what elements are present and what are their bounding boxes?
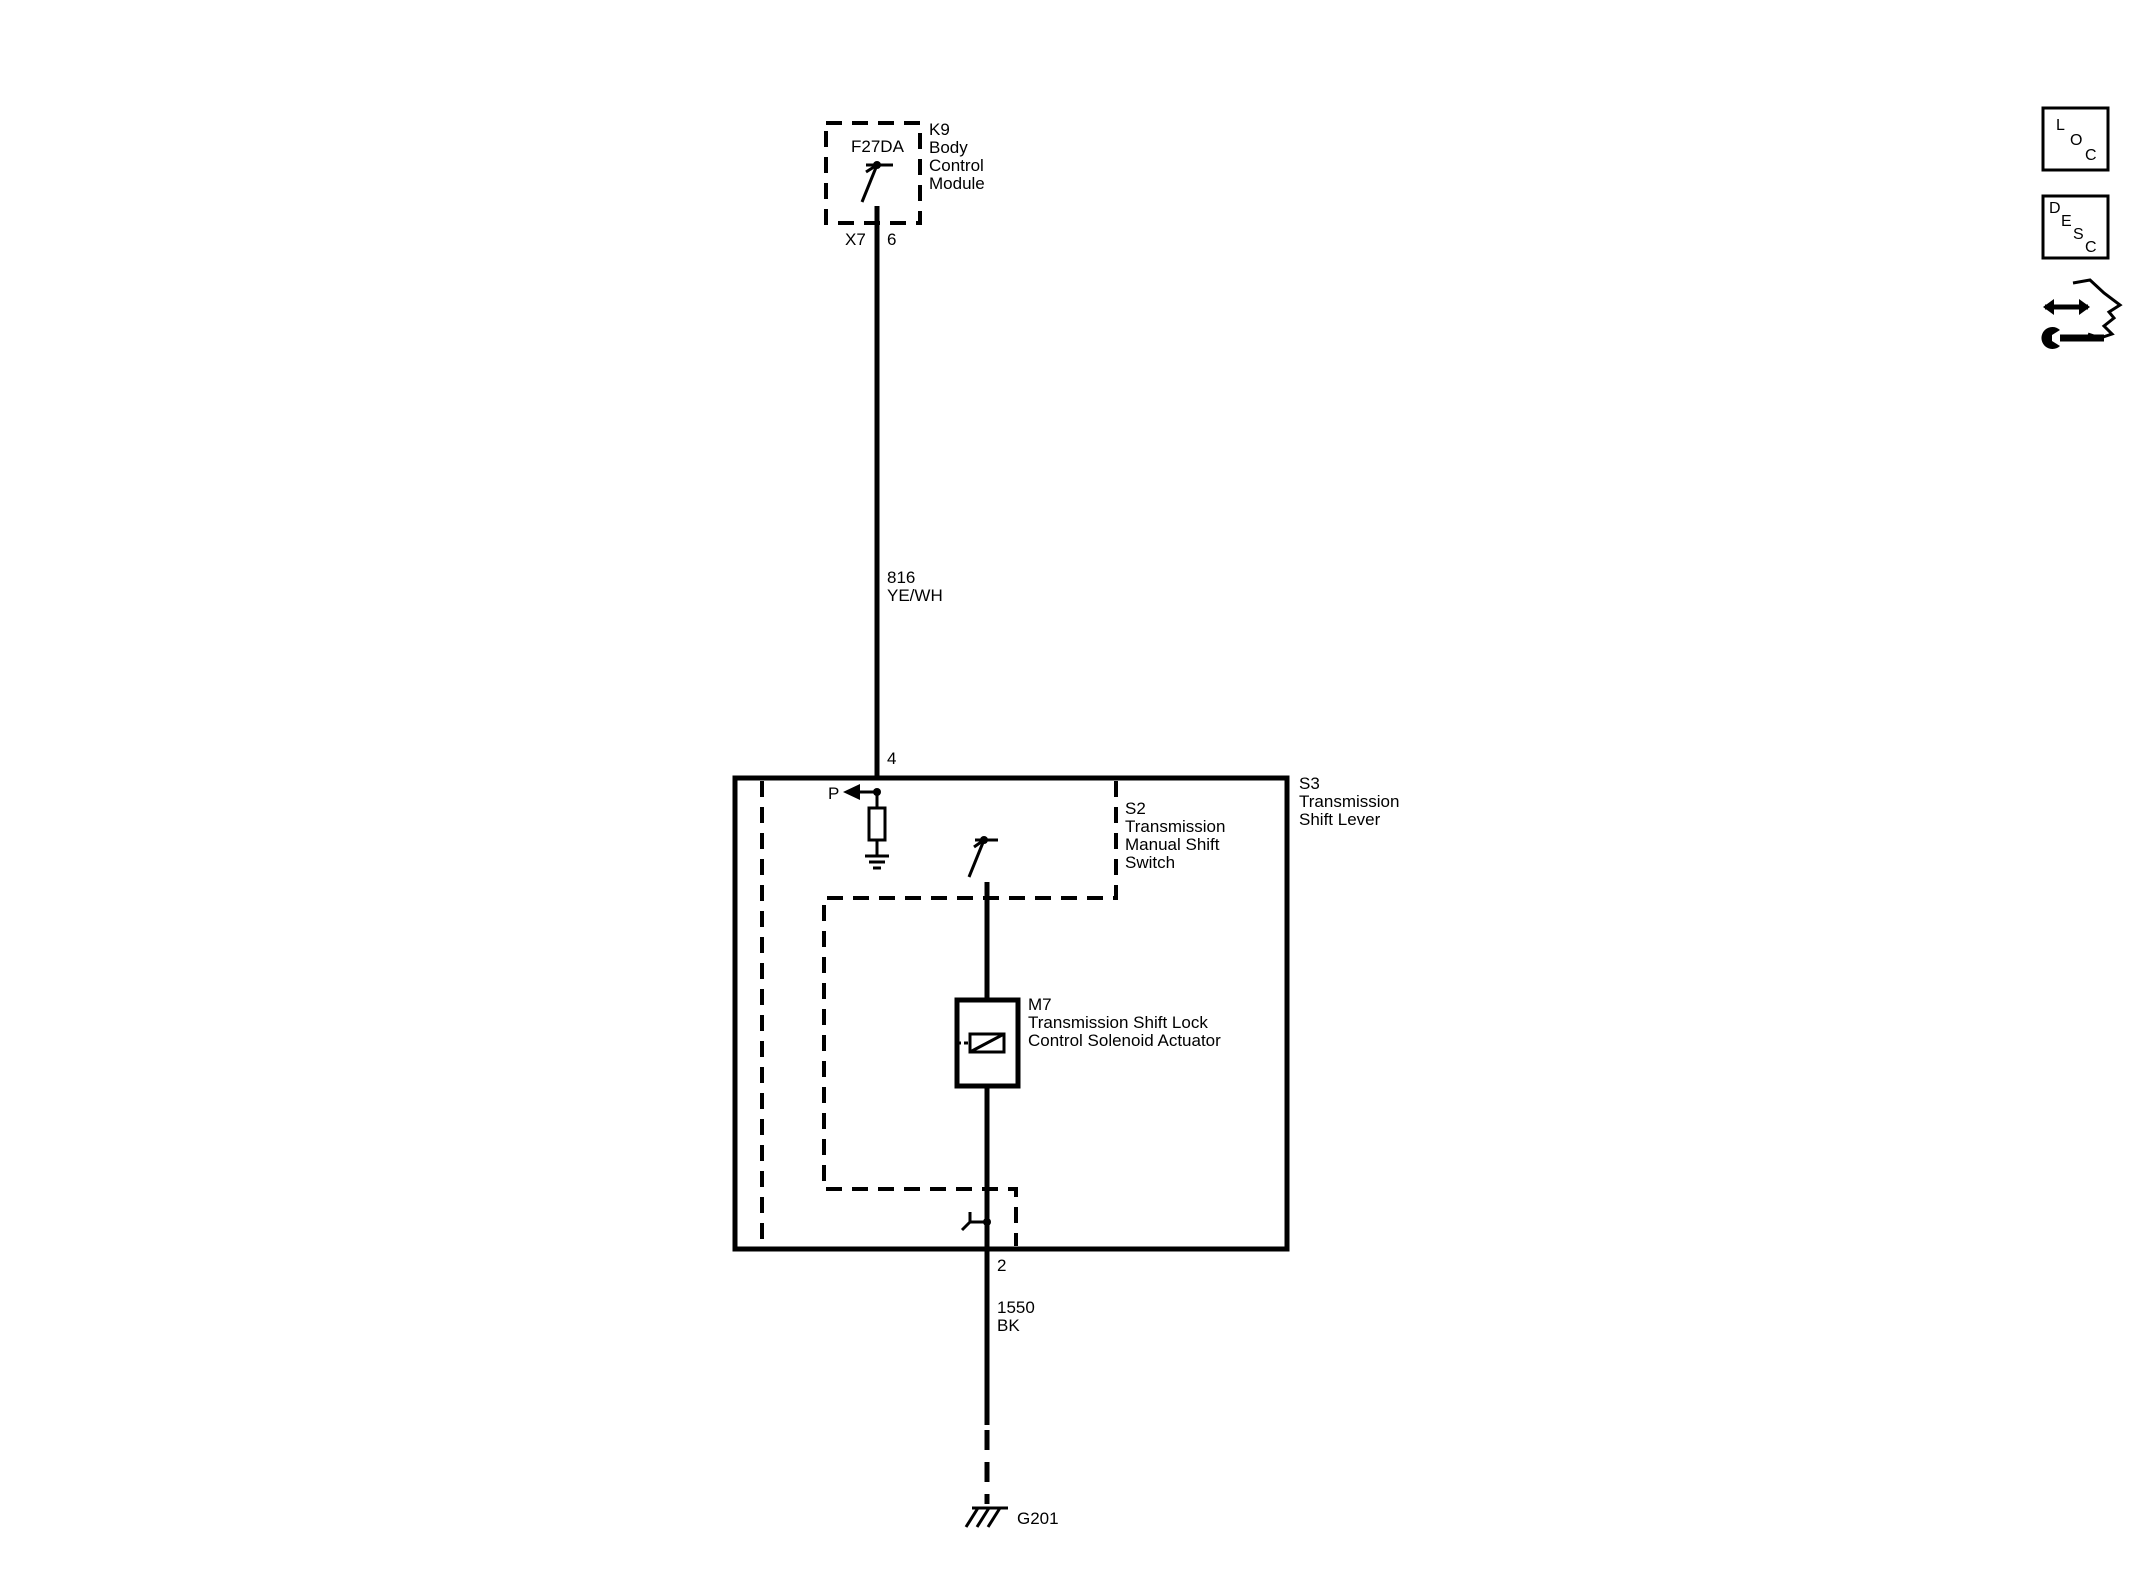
m7-shift-lock-solenoid[interactable]: M7 Transmission Shift Lock Control Solen…	[954, 995, 1221, 1089]
g201-ground[interactable]: G201	[964, 1506, 1059, 1528]
park-signal-circuit: P	[828, 784, 889, 870]
loc-letter-l: L	[2056, 117, 2065, 134]
wire-816-circuit: 816	[887, 568, 915, 587]
m7-name-line-2: Control Solenoid Actuator	[1028, 1031, 1221, 1050]
chassis-ground-icon	[865, 854, 889, 870]
wire-1550[interactable]: 1550 BK	[984, 1249, 1035, 1504]
s2-name-line-1: Transmission	[1125, 817, 1225, 836]
k9-name-line-1: Body	[929, 138, 968, 157]
desc-letter-c: C	[2085, 239, 2097, 256]
k9-internal-label: F27DA	[851, 137, 905, 156]
k9-switch-icon	[860, 161, 893, 230]
m7-ref: M7	[1028, 995, 1052, 1014]
park-label: P	[828, 784, 839, 803]
s3-pin-bottom-label: 2	[997, 1256, 1006, 1275]
k9-body-control-module[interactable]: F27DA K9 Body Control Module X7 6	[824, 120, 985, 249]
desc-letter-e: E	[2061, 213, 2072, 230]
desc-letter-d: D	[2049, 200, 2061, 217]
wire-1550-circuit: 1550	[997, 1298, 1035, 1317]
s3-name-line-2: Shift Lever	[1299, 810, 1381, 829]
ground-symbol-icon	[964, 1506, 1008, 1528]
s2-ref: S2	[1125, 799, 1146, 818]
pin-2-terminal-icon	[960, 1212, 991, 1232]
k9-name-line-2: Control	[929, 156, 984, 175]
park-arrow-icon	[843, 784, 860, 800]
k9-name-line-3: Module	[929, 174, 985, 193]
s2-name-line-3: Switch	[1125, 853, 1175, 872]
loc-letter-c: C	[2085, 147, 2097, 164]
s2-switch-icon	[967, 836, 998, 878]
loc-icon[interactable]: L O C	[2041, 106, 2110, 172]
service-wrench-icon[interactable]	[2041, 278, 2123, 350]
g201-ref: G201	[1017, 1509, 1059, 1528]
s3-ref: S3	[1299, 774, 1320, 793]
wire-816-color: YE/WH	[887, 586, 943, 605]
s3-name-line-1: Transmission	[1299, 792, 1399, 811]
k9-pin-label: 6	[887, 230, 896, 249]
s3-transmission-shift-lever[interactable]: S3 Transmission Shift Lever 4 2	[732, 749, 1399, 1275]
s2-name-line-2: Manual Shift	[1125, 835, 1220, 854]
resistor-icon	[867, 806, 887, 842]
solenoid-icon	[957, 1032, 1006, 1054]
m7-name-line-1: Transmission Shift Lock	[1028, 1013, 1208, 1032]
wire-1550-color: BK	[997, 1316, 1020, 1335]
s2-transmission-manual-shift-switch[interactable]: S2 Transmission Manual Shift Switch	[822, 781, 1225, 1246]
loc-letter-o: O	[2070, 132, 2082, 149]
k9-ref: K9	[929, 120, 950, 139]
desc-icon[interactable]: D E S C	[2041, 194, 2110, 260]
k9-connector-label: X7	[845, 230, 866, 249]
wire-816[interactable]: 816 YE/WH	[874, 230, 943, 778]
desc-letter-s: S	[2073, 226, 2084, 243]
s3-pin-top-label: 4	[887, 749, 896, 768]
